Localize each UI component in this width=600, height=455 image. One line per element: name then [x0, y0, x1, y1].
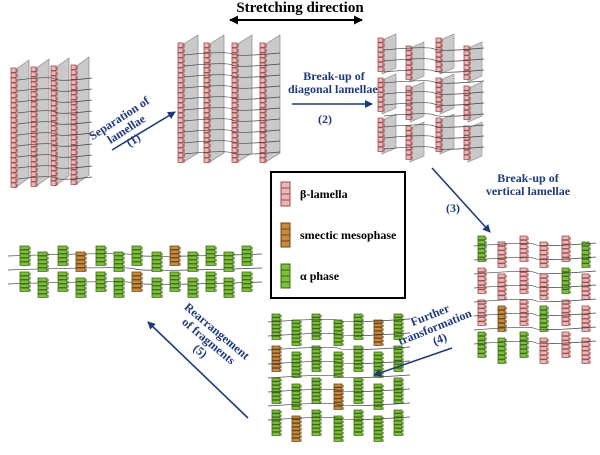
step-3-label: Break-up of vertical lamellae: [468, 172, 588, 198]
legend-item-beta: β-lamella: [280, 179, 348, 209]
stretching-direction-label: Stretching direction: [236, 0, 364, 16]
step-2-line2: diagonal lamellae: [288, 82, 378, 96]
step-5-arrow: [147, 321, 249, 419]
step-4-arrow: [373, 347, 453, 377]
stage-rearranged-fragments: [7, 245, 263, 298]
legend-label-alpha: α phase: [300, 268, 340, 283]
beta-lamella-swatch-icon: [280, 181, 292, 207]
stage-broken-diagonal: [377, 33, 485, 163]
step-2-label: Break-up of diagonal lamellae: [288, 69, 378, 96]
legend-label-beta: β-lamella: [300, 186, 348, 201]
step-3-line2: vertical lamellae: [485, 184, 571, 198]
legend-item-alpha: α phase: [280, 261, 339, 291]
legend-item-smectic: smectic mesophase: [280, 220, 396, 250]
step-2-line1: Break-up of: [303, 69, 365, 83]
stage-initial-lamellae: [10, 56, 93, 189]
stage-separated-lamellae: [177, 34, 281, 164]
step-1-arrow: [111, 111, 176, 151]
legend-label-smectic: smectic mesophase: [300, 227, 397, 242]
stage-broken-vertical: [473, 235, 597, 364]
legend-box: β-lamella smectic mesophase α phase: [270, 171, 406, 299]
alpha-phase-swatch-icon: [280, 263, 292, 289]
step-2-number: (2): [318, 112, 332, 126]
step-3-line1: Break-up of: [497, 171, 559, 185]
step-3-number: (3): [446, 201, 460, 215]
smectic-mesophase-swatch-icon: [280, 222, 292, 248]
stage-further-transformed: [267, 313, 411, 442]
step-3-arrow: [431, 167, 491, 233]
